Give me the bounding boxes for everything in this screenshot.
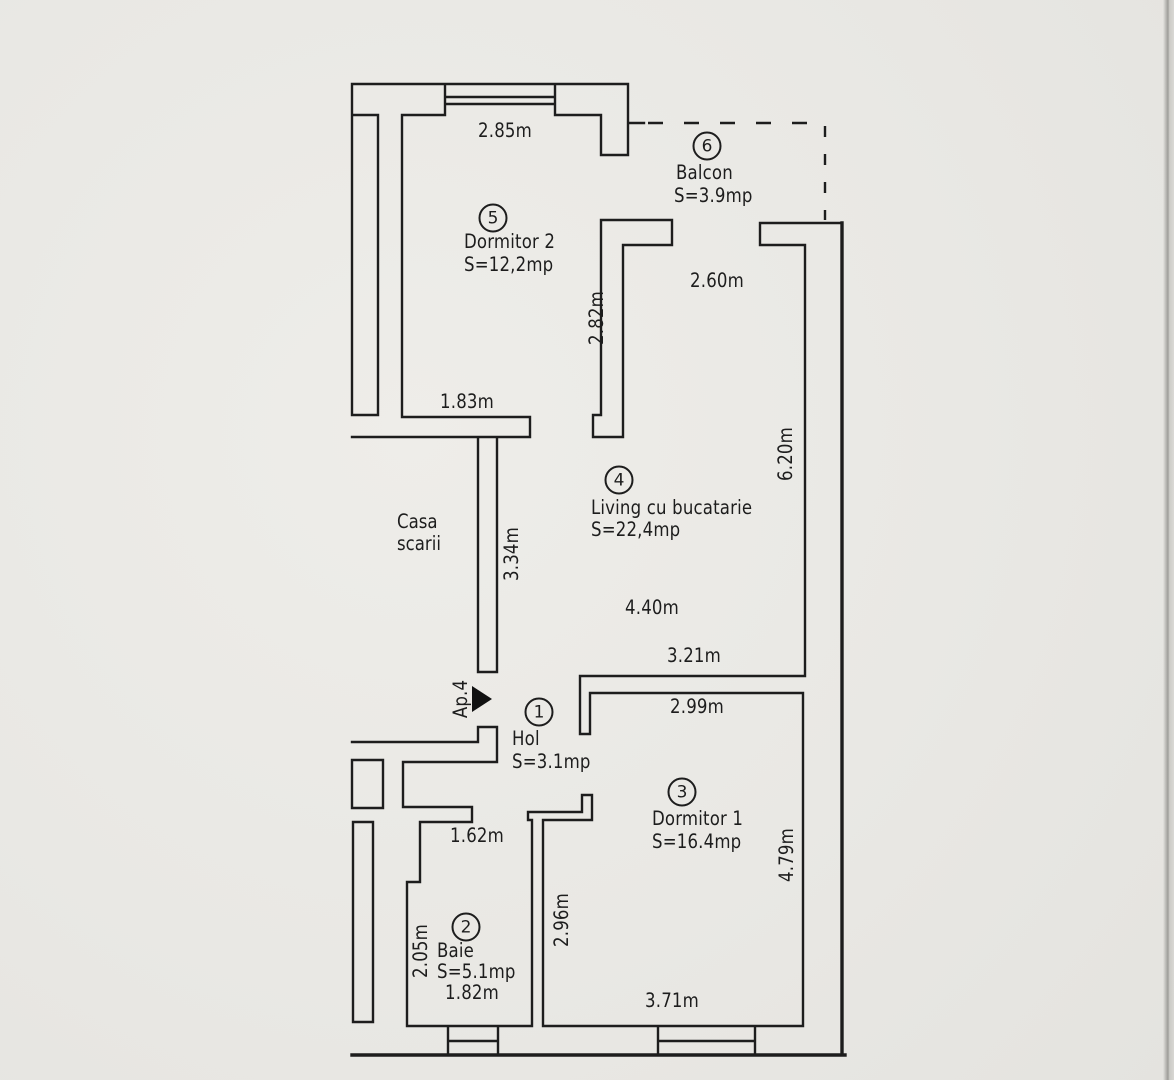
room-area-living: S=22,4mp: [591, 518, 681, 541]
dim-dorm1-bottom: 3.71m: [645, 989, 699, 1012]
room-circle-hol: 1: [524, 697, 554, 727]
dim-living-height: 6.20m: [774, 427, 797, 481]
room-circle-dormitor2: 5: [478, 203, 508, 233]
dim-baie-dorm1-wall: 2.96m: [550, 893, 573, 947]
dim-living-south: 3.21m: [667, 644, 721, 667]
room-circle-baie: 2: [451, 912, 481, 942]
staircase-label: Casa scarii: [397, 511, 441, 554]
apartment-label: Ap.4: [449, 679, 472, 719]
dim-dorm2-top: 2.85m: [478, 119, 532, 142]
room-area-baie: S=5.1mp: [437, 960, 516, 983]
staircase-label-line2: scarii: [397, 531, 441, 555]
dim-balcony-opening: 2.60m: [690, 269, 744, 292]
room-area-dormitor1: S=16.4mp: [652, 830, 742, 853]
room-name-living: Living cu bucatarie: [591, 496, 753, 519]
dim-hol-wall: 1.62m: [450, 824, 504, 847]
dim-living-width: 4.40m: [625, 596, 679, 619]
room-area-balcon: S=3.9mp: [674, 184, 753, 207]
dim-dorm2-wall: 1.83m: [440, 390, 494, 413]
dim-dorm1-height: 4.79m: [775, 828, 798, 882]
room-area-dormitor2: S=12,2mp: [464, 253, 554, 276]
room-circle-balcon: 6: [692, 131, 722, 161]
room-name-dormitor1: Dormitor 1: [652, 807, 744, 830]
entrance-arrow-icon: [472, 686, 492, 712]
page-edge-shadow: [1163, 0, 1174, 1080]
room-name-balcon: Balcon: [676, 161, 733, 184]
dim-baie-height: 2.05m: [409, 924, 432, 978]
room-circle-living: 4: [604, 465, 634, 495]
dim-dorm1-top: 2.99m: [670, 695, 724, 718]
room-name-dormitor2: Dormitor 2: [464, 230, 556, 253]
room-name-baie: Baie: [437, 939, 475, 962]
dim-hall-wall: 3.34m: [500, 527, 523, 581]
dim-kitchen-wall: 2.82m: [585, 291, 608, 345]
staircase-label-line1: Casa: [397, 510, 438, 533]
room-area-hol: S=3.1mp: [512, 750, 591, 773]
room-name-hol: Hol: [512, 727, 540, 750]
wall-lines: [350, 82, 843, 1057]
dim-baie-width: 1.82m: [445, 981, 499, 1004]
exterior-wall-lines: [350, 221, 847, 1057]
room-circle-dormitor1: 3: [667, 777, 697, 807]
